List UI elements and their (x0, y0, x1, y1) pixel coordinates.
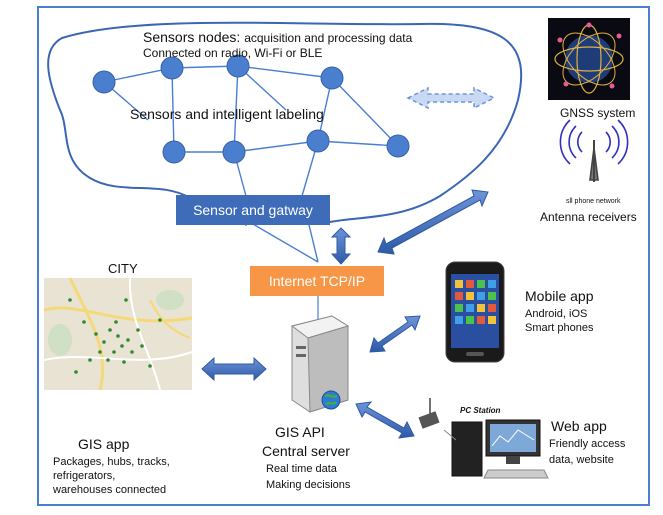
internet-antenna-arrow (377, 189, 489, 255)
antenna-icon (559, 119, 629, 182)
mobile-title: Mobile app (525, 288, 594, 304)
sensor-node (92, 70, 116, 94)
server-mobile-arrow (369, 315, 421, 353)
sensors-connected-text: Connected on radio, Wi-Fi or BLE (143, 46, 323, 60)
sensor-node (162, 140, 186, 164)
diagram-frame (37, 6, 650, 506)
internet-box: Internet TCP/IP (250, 266, 384, 296)
smartphone-icon (445, 261, 505, 363)
mobile-line: Smart phones (525, 322, 594, 334)
gis-app-line: refrigerators, (53, 470, 116, 482)
mobile-line: Android, iOS (525, 308, 588, 320)
server-line: Real time data (266, 463, 337, 475)
sensor-cloud-outline (47, 21, 523, 225)
sensor-node (320, 66, 344, 90)
sensor-network-links (103, 65, 399, 263)
sensor-node (222, 140, 246, 164)
sensor-node (160, 56, 184, 80)
gnss-link-arrow (406, 86, 496, 110)
sensors-title: Sensors nodes: acquisition and processin… (143, 29, 413, 45)
city-server-arrow (201, 356, 267, 382)
gateway-box: Sensor and gatway (176, 195, 330, 225)
web-line: data, website (549, 454, 614, 466)
city-map-image (43, 277, 193, 391)
sensor-nodes (92, 54, 410, 164)
gis-app-title: GIS app (78, 436, 130, 452)
gnss-globe-icon (548, 18, 630, 100)
antenna-label: Antenna receivers (540, 210, 637, 224)
server-icon (290, 315, 350, 413)
server-line: Making decisions (266, 479, 351, 491)
antenna-small-label: sll phone network (566, 198, 621, 205)
sensors-labeling-text: Sensors and intelligent labeling (130, 106, 324, 122)
sensor-node (386, 134, 410, 158)
sensor-node (306, 129, 330, 153)
gis-app-line: Packages, hubs, tracks, (53, 456, 170, 468)
pc-station-label: PC Station (460, 406, 501, 415)
server-web-arrow (355, 401, 415, 439)
web-line: Friendly access (549, 438, 626, 450)
server-subtitle: Central server (262, 443, 350, 459)
gateway-internet-arrow (330, 227, 352, 265)
gnss-label: GNSS system (560, 106, 636, 120)
sensor-node (226, 54, 250, 78)
web-title: Web app (551, 418, 607, 434)
server-title: GIS API (275, 424, 325, 440)
city-label: CITY (108, 261, 138, 276)
gis-app-line: warehouses connected (53, 484, 167, 496)
pc-station-icon (418, 398, 549, 479)
